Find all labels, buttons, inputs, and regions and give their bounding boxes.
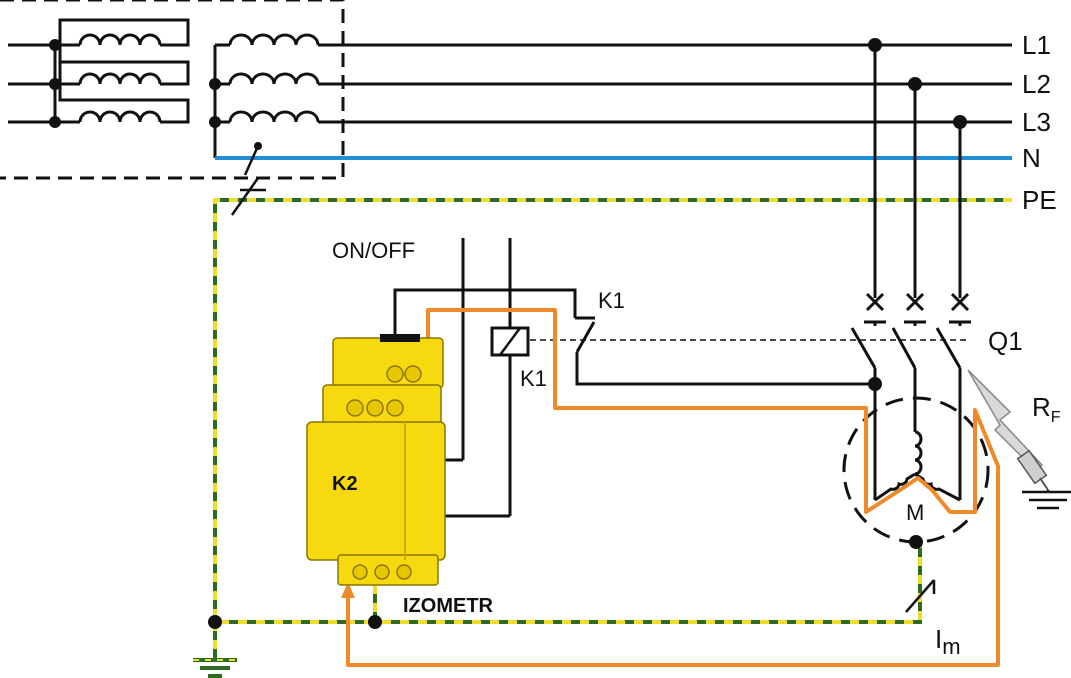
label-motor: M — [906, 500, 924, 525]
primary-windings — [8, 18, 190, 124]
breaker-q1 — [850, 292, 971, 500]
label-rf: RF — [1032, 392, 1061, 426]
phase-nodes — [868, 38, 967, 129]
measure-loop — [346, 308, 1000, 667]
izometr-device: K2 — [306, 334, 446, 586]
label-izometr: IZOMETR — [403, 595, 494, 617]
ground-symbol-right — [1022, 490, 1071, 510]
label-l1: L1 — [1022, 30, 1051, 60]
measure-arrow-icon — [341, 582, 355, 598]
node-k1-motor — [868, 377, 882, 391]
label-k1-contact: K1 — [598, 288, 625, 313]
im-marker — [905, 579, 936, 613]
fault-resistor — [1016, 449, 1049, 491]
motor-pe-node — [909, 535, 923, 549]
label-l3: L3 — [1022, 107, 1051, 137]
label-l2: L2 — [1022, 69, 1051, 99]
coil-k1 — [490, 326, 530, 357]
label-pe: PE — [1022, 185, 1057, 215]
k2-label: K2 — [332, 473, 358, 495]
label-im: Im — [935, 624, 961, 659]
motor-winding-left — [874, 472, 916, 502]
ground-symbol-left — [193, 658, 237, 678]
secondary-windings — [213, 33, 320, 158]
label-k1-coil: K1 — [520, 366, 547, 391]
pe-nodes — [208, 615, 382, 629]
primary-nodes — [49, 39, 61, 128]
transformer-boundary — [0, 0, 345, 180]
neutral-pe-link — [230, 145, 266, 216]
motor-winding-center — [914, 430, 923, 476]
terminal-row-top — [346, 365, 422, 580]
phase-drops — [873, 45, 962, 298]
label-q1: Q1 — [988, 326, 1023, 356]
label-n: N — [1022, 143, 1041, 173]
transformer — [0, 0, 345, 180]
label-on-off: ON/OFF — [332, 238, 415, 263]
control-wiring — [376, 238, 875, 518]
